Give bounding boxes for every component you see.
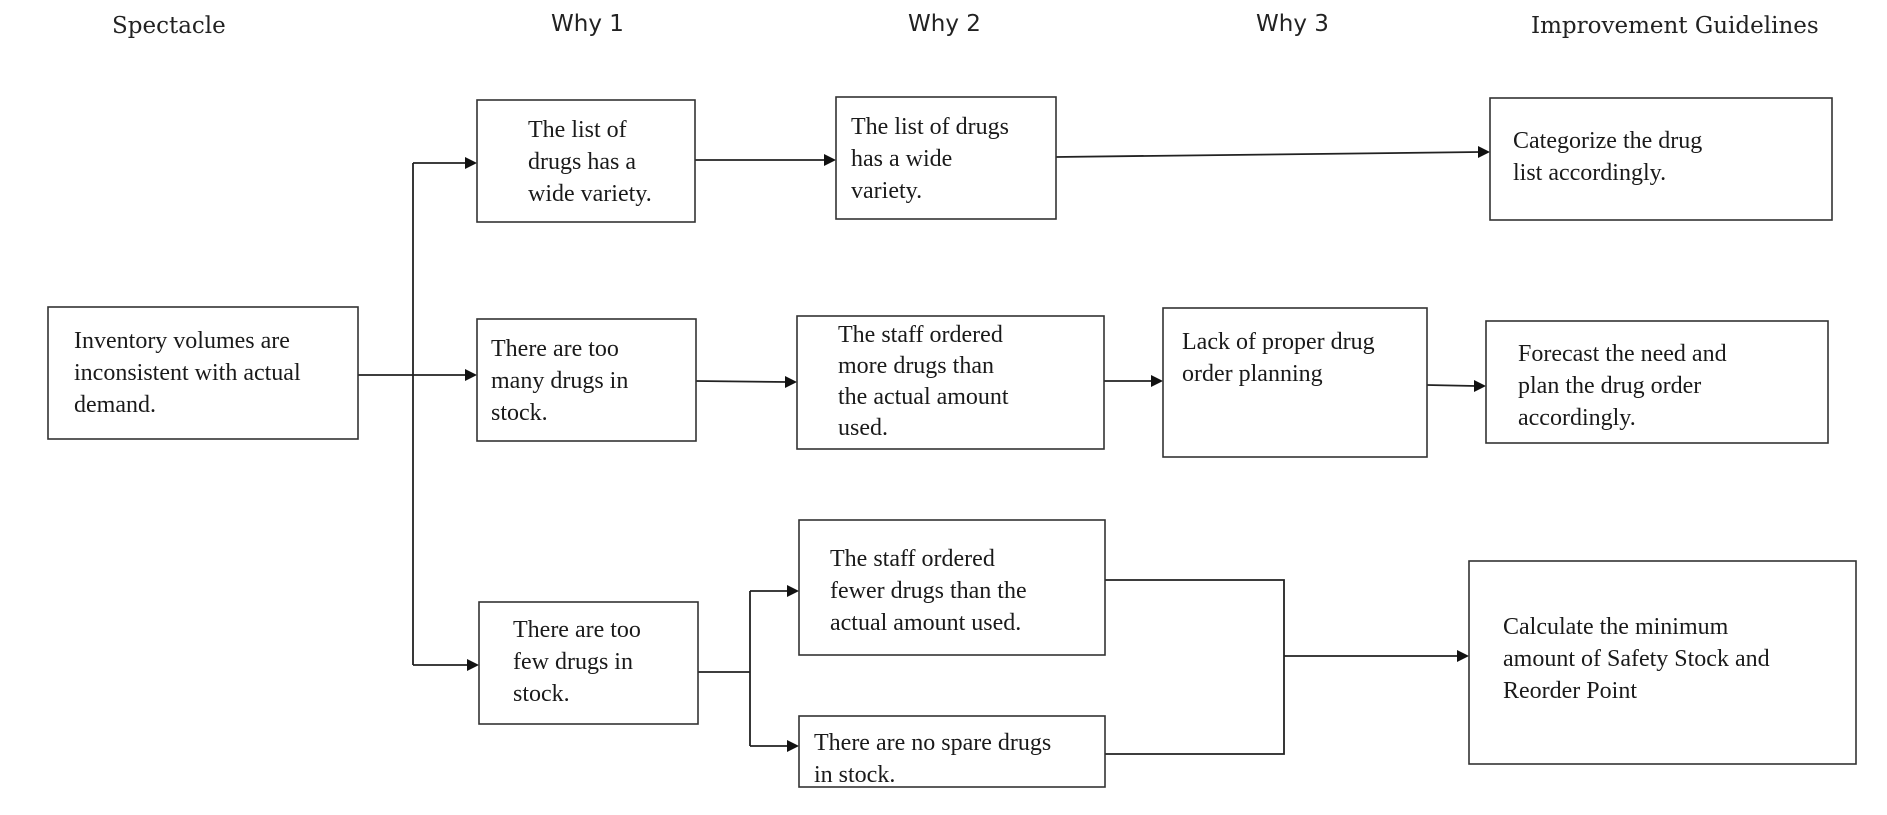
svg-text:Forecast the need and: Forecast the need and plan the drug orde…: [1518, 341, 1733, 431]
why1-too-many-line-3: stock.: [491, 400, 548, 426]
box-why2-variety: The list of drugs has a wide variety.: [835, 96, 1057, 220]
box-why2-ordered-more: The staff ordered more drugs than the ac…: [796, 315, 1105, 450]
why2-ordered-fewer-line-3: actual amount used.: [830, 610, 1021, 636]
why1-variety-line-1: The list of: [528, 117, 627, 143]
connector-too-many-why1-why2: [695, 380, 788, 383]
why2-ordered-fewer-line-2: fewer drugs than the: [830, 578, 1027, 604]
why3-planning-line-2: order planning: [1182, 361, 1323, 387]
svg-text:The staff ordered fewe: The staff ordered fewer drugs than the a…: [830, 546, 1033, 636]
why2-ordered-more-line-2: more drugs than: [838, 353, 994, 379]
problem-line-1: Inventory volumes are: [74, 328, 290, 354]
why2-no-spare-line-1: There are no spare drugs: [814, 730, 1051, 756]
box-problem: Inventory volumes are inconsistent with …: [47, 306, 359, 440]
svg-text:There are no spare drugs: There are no spare drugs in stock.: [814, 730, 1057, 788]
why1-too-few-line-2: few drugs in: [513, 649, 633, 675]
connector-too-many-why3-guide: [1426, 384, 1477, 387]
box-guide-forecast: Forecast the need and plan the drug orde…: [1485, 320, 1829, 444]
box-guide-safety-stock: Calculate the minimum amount of Safety S…: [1468, 560, 1857, 765]
svg-text:Inventory volumes are: Inventory volumes are inconsistent with …: [74, 328, 307, 418]
arrowhead-why2-no-spare: [787, 740, 799, 752]
svg-text:The list of drugs has: The list of drugs has a wide variety.: [528, 117, 652, 207]
arrowhead-why3-planning: [1151, 375, 1163, 387]
problem-line-3: demand.: [74, 392, 156, 418]
why1-variety-line-2: drugs has a: [528, 149, 636, 175]
box-why1-too-few: There are too few drugs in stock.: [478, 601, 699, 725]
arrowhead-why1-too-few: [467, 659, 479, 671]
header-why-1: Why 1: [551, 11, 624, 37]
why2-ordered-more-line-1: The staff ordered: [838, 322, 1003, 348]
why2-variety-line-1: The list of drugs: [851, 114, 1009, 140]
header-why-3: Why 3: [1256, 11, 1329, 37]
guide-forecast-line-2: plan the drug order: [1518, 373, 1701, 399]
arrowhead-why1-too-many: [465, 369, 477, 381]
why1-too-few-line-3: stock.: [513, 681, 570, 707]
svg-text:There are too many dru: There are too many drugs in stock.: [491, 336, 634, 426]
why2-ordered-more-line-3: the actual amount: [838, 384, 1009, 410]
header-improvement-guidelines: Improvement Guidelines: [1531, 13, 1819, 39]
arrowhead-why2-ordered-more: [785, 376, 797, 388]
connectors: [358, 151, 1481, 755]
why1-variety-line-3: wide variety.: [528, 181, 652, 207]
arrowhead-guide-categorize: [1478, 146, 1490, 158]
guide-categorize-line-1: Categorize the drug: [1513, 128, 1702, 154]
box-why2-no-spare: There are no spare drugs in stock.: [798, 715, 1106, 788]
header-why-2: Why 2: [908, 11, 981, 37]
guide-forecast-line-3: accordingly.: [1518, 405, 1636, 431]
why2-variety-line-2: has a wide: [851, 146, 952, 172]
why2-ordered-fewer-line-1: The staff ordered: [830, 546, 995, 572]
header-spectacle: Spectacle: [112, 13, 226, 39]
column-headers: Spectacle Why 1 Why 2 Why 3 Improvement …: [112, 11, 1819, 39]
svg-text:Categorize the drug li: Categorize the drug list accordingly.: [1513, 128, 1708, 186]
guide-safety-stock-line-3: Reorder Point: [1503, 678, 1637, 704]
connector-ordered-fewer-merge: [1105, 579, 1285, 755]
arrowhead-guide-safety-stock: [1457, 650, 1469, 662]
problem-line-2: inconsistent with actual: [74, 360, 301, 386]
box-why1-too-many: There are too many drugs in stock.: [476, 318, 697, 442]
svg-text:The staff ordered more: The staff ordered more drugs than the ac…: [838, 322, 1015, 441]
connector-variety-why2-guide: [1055, 151, 1481, 158]
box-why1-variety: The list of drugs has a wide variety.: [476, 99, 696, 223]
box-guide-categorize: Categorize the drug list accordingly.: [1489, 97, 1833, 221]
boxes: Inventory volumes are inconsistent with …: [47, 96, 1857, 788]
why2-ordered-more-line-4: used.: [838, 415, 888, 441]
svg-text:The list of drugs has: The list of drugs has a wide variety.: [851, 114, 1015, 204]
arrowhead-why2-ordered-fewer: [787, 585, 799, 597]
svg-text:Lack of proper drug or: Lack of proper drug order planning: [1182, 329, 1381, 387]
guide-categorize-line-2: list accordingly.: [1513, 160, 1666, 186]
arrowheads: [465, 146, 1490, 752]
guide-safety-stock-line-1: Calculate the minimum: [1503, 614, 1729, 640]
svg-text:Calculate the minimum: Calculate the minimum amount of Safety S…: [1503, 614, 1776, 704]
guide-forecast-line-1: Forecast the need and: [1518, 341, 1727, 367]
why1-too-many-line-2: many drugs in: [491, 368, 628, 394]
box-why2-ordered-fewer: The staff ordered fewer drugs than the a…: [798, 519, 1106, 656]
svg-text:There are too few drug: There are too few drugs in stock.: [513, 617, 647, 707]
arrowhead-why2-variety: [824, 154, 836, 166]
guide-safety-stock-line-2: amount of Safety Stock and: [1503, 646, 1770, 672]
why2-variety-line-3: variety.: [851, 178, 922, 204]
why1-too-few-line-1: There are too: [513, 617, 641, 643]
why1-too-many-line-1: There are too: [491, 336, 619, 362]
arrowhead-guide-forecast: [1474, 380, 1486, 392]
why3-planning-line-1: Lack of proper drug: [1182, 329, 1375, 355]
why2-no-spare-line-2: in stock.: [814, 762, 895, 788]
box-why3-planning: Lack of proper drug order planning: [1162, 307, 1428, 458]
arrowhead-why1-variety: [465, 157, 477, 169]
